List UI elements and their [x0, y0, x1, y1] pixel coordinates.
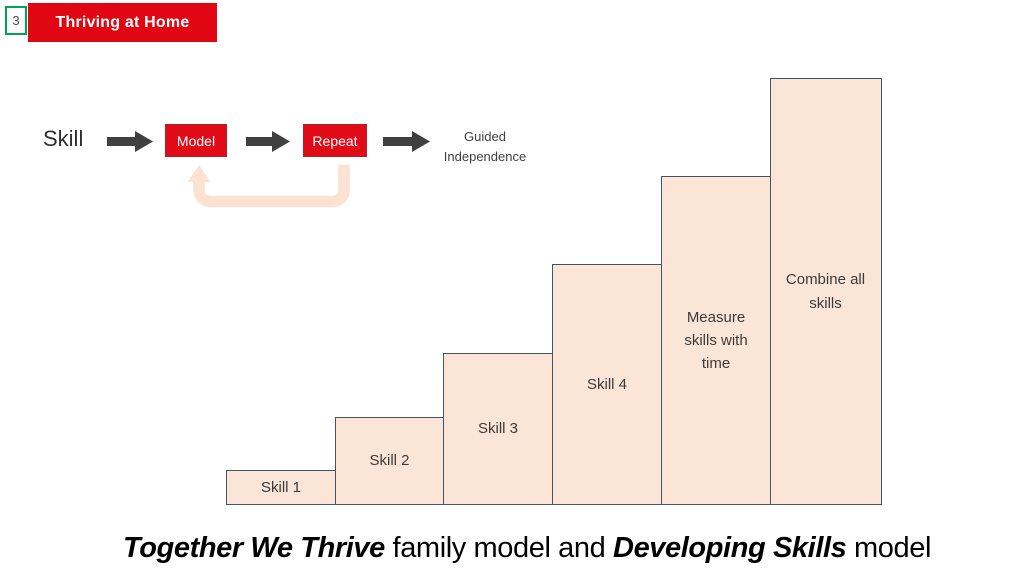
- repeat-step-box: Repeat: [303, 124, 367, 157]
- bar-label: Skill 4: [586, 375, 627, 393]
- slide-number-box: 3: [5, 6, 27, 35]
- caption-emphasis-together-we-thrive: Together We Thrive: [122, 532, 385, 564]
- right-arrow-icon: [107, 131, 153, 152]
- bar-label: Skill 2: [369, 452, 410, 470]
- right-arrow-icon: [246, 131, 290, 152]
- bar-label: Skill 1: [260, 478, 301, 496]
- stair-bar-skill-3: Skill 3: [443, 353, 553, 505]
- bar-label: Skill 3: [477, 420, 518, 438]
- flow-end-label: Guided Independence: [443, 129, 527, 164]
- bar-label: Measure skills with time: [684, 308, 748, 373]
- header-banner-title: Thriving at Home: [28, 3, 217, 42]
- stair-bar-measure-skills: Measure skills with time: [661, 176, 771, 505]
- skills-staircase-chart: Skill 1 Skill 2 Skill 3 Skill 4 Measure …: [226, 78, 882, 505]
- right-arrow-icon: [383, 131, 430, 152]
- caption-text: model: [846, 532, 932, 564]
- caption-text: family model and: [384, 532, 614, 564]
- stair-bar-skill-4: Skill 4: [551, 264, 663, 505]
- repeat-loop-arrow-icon: [187, 165, 350, 208]
- caption-emphasis-developing-skills: Developing Skills: [613, 532, 847, 564]
- bar-label: Combine all skills: [785, 271, 866, 312]
- flow-start-label: Skill: [43, 126, 84, 151]
- stair-bar-skill-1: Skill 1: [226, 470, 336, 505]
- stair-bar-skill-2: Skill 2: [334, 417, 445, 505]
- model-step-box: Model: [165, 124, 227, 157]
- stair-bar-combine-skills: Combine all skills: [769, 78, 882, 505]
- slide-caption: Together We Thrive family model and Deve…: [30, 532, 1024, 565]
